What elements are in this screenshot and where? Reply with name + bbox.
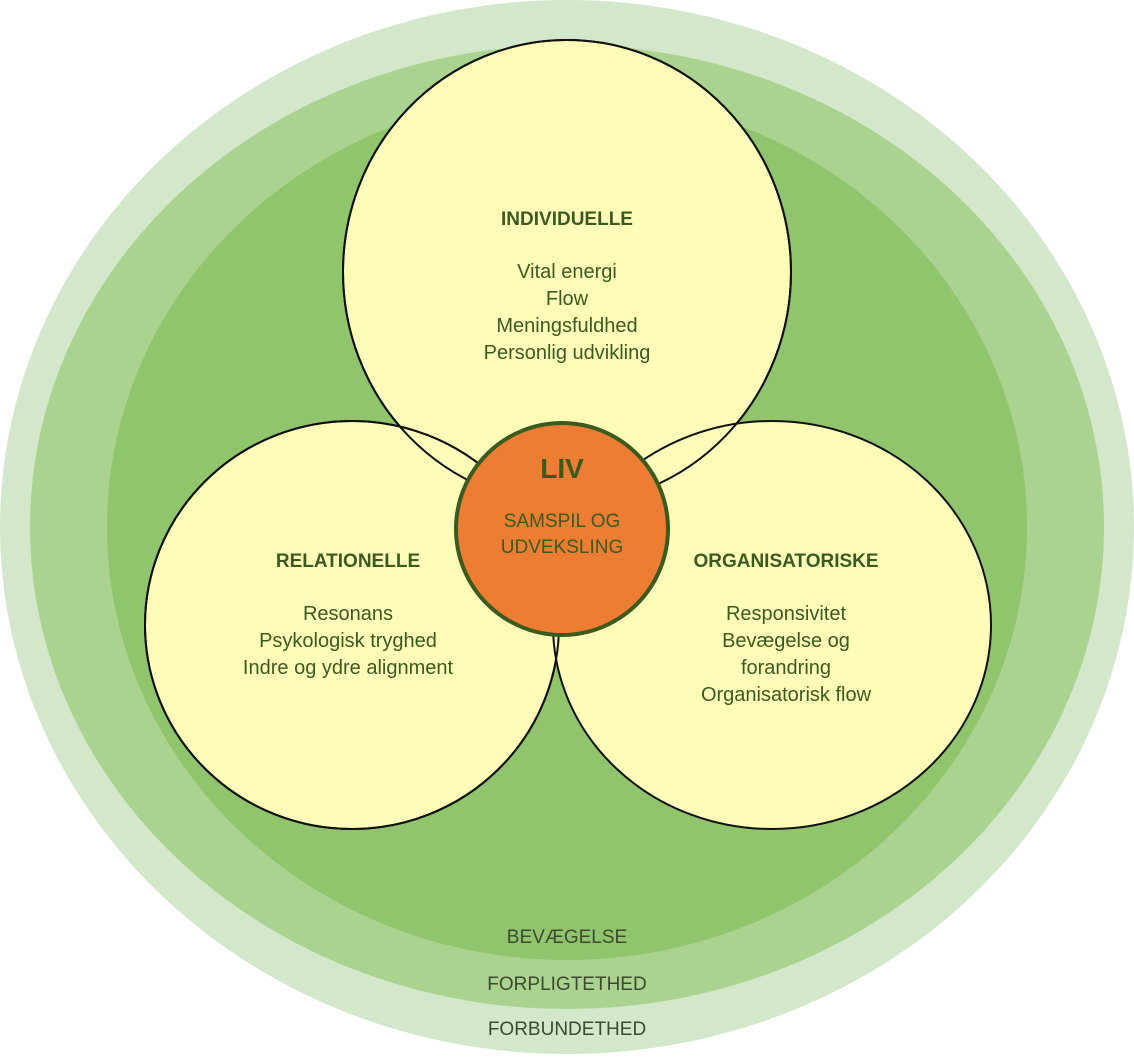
individuelle-item: Vital energi (517, 261, 617, 283)
relationelle-title: RELATIONELLE (276, 551, 420, 572)
organisatoriske-item: Bevægelse og (722, 630, 850, 652)
ring-middle-label: FORPLIGTETHED (487, 974, 646, 995)
ring-outer-label: FORBUNDETHED (488, 1019, 646, 1040)
relationelle-item: Indre og ydre alignment (243, 657, 454, 679)
organisatoriske-item: Responsivitet (726, 603, 847, 625)
center-line: UDVEKSLING (501, 537, 623, 558)
organisatoriske-item: forandring (741, 657, 831, 679)
ring-inner-label: BEVÆGELSE (507, 927, 627, 948)
individuelle-title: INDIVIDUELLE (501, 209, 633, 230)
organisatoriske-title: ORGANISATORISKE (693, 551, 878, 572)
center-circle (454, 421, 670, 637)
center-title: LIV (540, 453, 584, 484)
relationelle-item: Resonans (303, 603, 393, 625)
relationelle-item: Psykologisk tryghed (259, 630, 437, 652)
individuelle-item: Flow (546, 288, 589, 310)
individuelle-item: Personlig udvikling (484, 342, 651, 364)
individuelle-item: Meningsfuldhed (496, 315, 637, 337)
organisatoriske-item: Organisatorisk flow (701, 684, 872, 706)
center-line: SAMSPIL OG (504, 511, 621, 532)
